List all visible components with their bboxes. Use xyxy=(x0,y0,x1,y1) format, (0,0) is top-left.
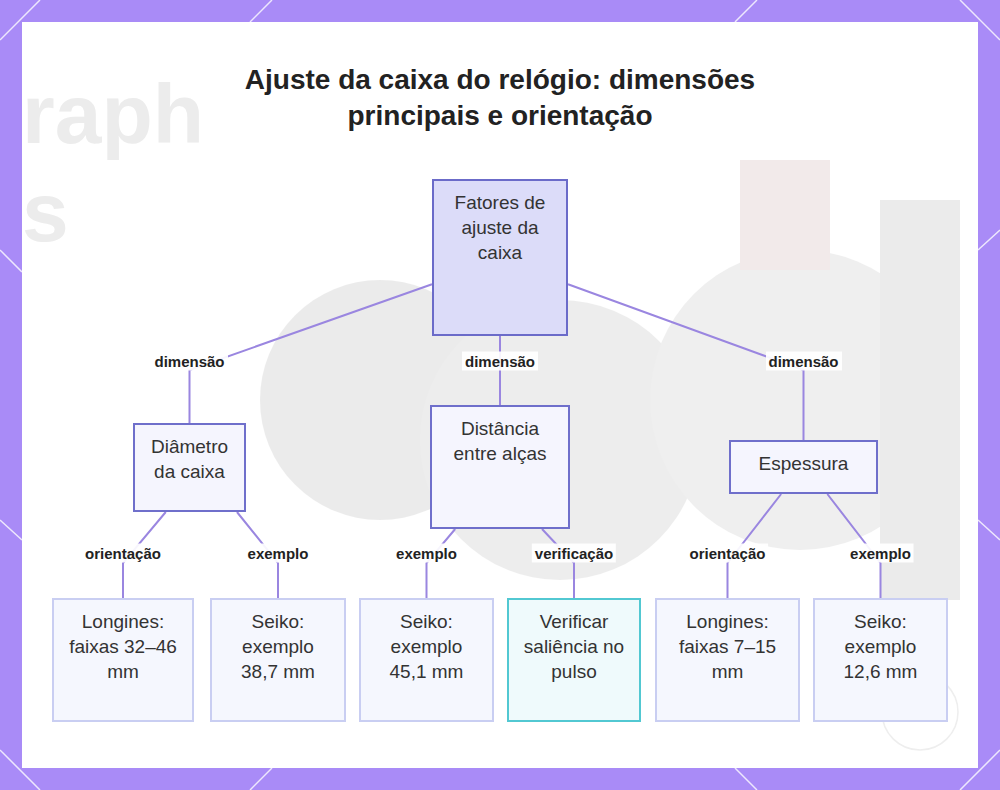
detail-box: Longines: faixas 32–46 mm xyxy=(52,598,194,722)
detail-box: Verificar saliência no pulso xyxy=(507,598,641,722)
frame-line xyxy=(978,520,1000,540)
edge-label: dimensão xyxy=(151,352,227,371)
watch-strap xyxy=(740,160,830,270)
edge-label: exemplo xyxy=(847,544,914,563)
dimension-box: Diâmetro da caixa xyxy=(133,423,246,512)
edge-label: dimensão xyxy=(765,352,841,371)
edge-label: exemplo xyxy=(393,544,460,563)
dimension-box: Distância entre alças xyxy=(430,405,570,529)
node-text: Distância entre alças xyxy=(442,416,558,466)
watch-strap xyxy=(880,200,960,600)
node-text: Longines: faixas 32–46 mm xyxy=(64,609,182,684)
diagram-title: Ajuste da caixa do relógio: dimensões pr… xyxy=(230,62,770,134)
edge-label: verificação xyxy=(532,544,616,563)
connector-line xyxy=(542,529,574,598)
edge-label: orientação xyxy=(687,544,769,563)
frame-line xyxy=(735,0,757,22)
node-text: Espessura xyxy=(759,451,849,476)
detail-box: Seiko: exemplo 38,7 mm xyxy=(210,598,346,722)
node-text: Fatores de ajuste da caixa xyxy=(444,190,556,265)
frame-line xyxy=(978,230,1000,250)
node-text: Verificar saliência no pulso xyxy=(519,609,629,684)
node-text: Longines: faixas 7–15 mm xyxy=(667,609,788,684)
watermark-text: raph xyxy=(22,72,204,156)
frame-line xyxy=(250,768,272,790)
detail-box: Longines: faixas 7–15 mm xyxy=(655,598,800,722)
edge-label: exemplo xyxy=(245,544,312,563)
node-text: Seiko: exemplo 12,6 mm xyxy=(825,609,936,684)
blurred-photo xyxy=(260,160,960,600)
node-text: Diâmetro da caixa xyxy=(145,434,234,484)
detail-box: Seiko: exemplo 45,1 mm xyxy=(359,598,494,722)
root-box: Fatores de ajuste da caixa xyxy=(432,179,568,336)
frame-line xyxy=(250,0,272,22)
watermark-text: s xyxy=(22,170,69,254)
connector-line xyxy=(499,336,501,405)
dimension-box: Espessura xyxy=(729,440,878,494)
panel xyxy=(22,22,978,768)
frame-line xyxy=(0,520,22,540)
frame-line xyxy=(0,250,22,272)
edge-label: dimensão xyxy=(462,352,538,371)
detail-box: Seiko: exemplo 12,6 mm xyxy=(813,598,948,722)
edge-label: orientação xyxy=(82,544,164,563)
connector-line xyxy=(427,529,456,598)
frame-line xyxy=(735,768,757,790)
node-text: Seiko: exemplo 45,1 mm xyxy=(371,609,482,684)
node-text: Seiko: exemplo 38,7 mm xyxy=(222,609,334,684)
